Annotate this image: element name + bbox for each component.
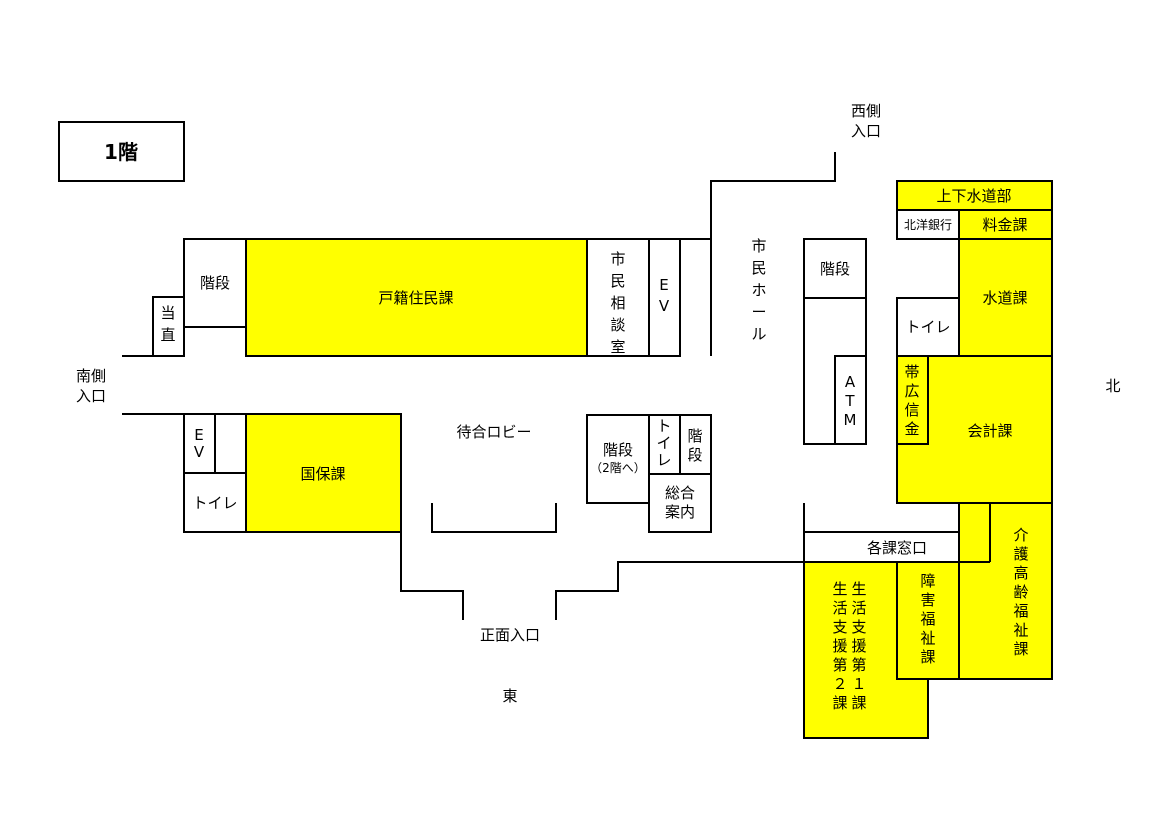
label-toilet-east: トイレ — [905, 318, 950, 336]
room-duty — [152, 296, 185, 357]
room-waterworks — [958, 238, 1053, 357]
room-obihiro-shinkin — [896, 355, 929, 445]
room-info-desk — [648, 473, 712, 533]
floor-title: 1階 — [104, 140, 138, 164]
label-counters: 各課窓口 — [867, 539, 927, 557]
label-family-registry: 戸籍住民課 — [378, 289, 453, 307]
label-obihiro-shinkin: 帯広信金 — [904, 363, 919, 438]
label-livelihood-2: 生活支援第２課 — [832, 580, 847, 712]
label-livelihood-1: 生活支援第１課 — [851, 580, 866, 712]
room-ev-north — [648, 238, 681, 357]
label-welfare-elderly: 介護高齢福祉課 — [1013, 526, 1028, 658]
compass-east: 東 — [502, 687, 517, 705]
room-atm — [834, 355, 867, 445]
label-front-entrance: 正面入口 — [480, 626, 540, 644]
label-fee-section: 料金課 — [982, 216, 1027, 234]
floor-label: 1階 — [58, 121, 185, 182]
label-south-entrance: 南側入口 — [76, 367, 106, 405]
room-livelihood — [803, 561, 929, 739]
label-stairs-center: 階段 — [820, 260, 850, 278]
room-stairs-small — [679, 414, 712, 475]
label-duty: 当直 — [160, 304, 175, 344]
room-family-registry — [245, 238, 588, 357]
label-disability-welfare: 障害福祉課 — [920, 572, 935, 666]
label-toilet-center: トイレ — [656, 417, 671, 469]
label-toilet-south: トイレ — [192, 494, 237, 512]
room-stairs-nw — [183, 238, 247, 328]
label-waterworks: 水道課 — [982, 289, 1027, 307]
room-stairs-to-2f — [586, 414, 650, 504]
label-west-entrance: 西側入口 — [851, 102, 881, 140]
label-stairs-to-2f: 階段 — [603, 441, 633, 459]
label-waiting-lobby: 待合ロビー — [456, 423, 531, 441]
room-consultation — [586, 238, 650, 357]
label-info-desk: 総合案内 — [665, 484, 695, 521]
label-stairs-nw: 階段 — [200, 274, 230, 292]
label-stairs-small: 階段 — [687, 427, 702, 464]
label-consultation: 市民相談室 — [610, 250, 625, 356]
label-stairs-to-2f-note: （2階へ） — [590, 460, 646, 475]
room-kokuho — [245, 413, 402, 533]
compass-north: 北 — [1105, 377, 1120, 395]
label-hokuyo-bank: 北洋銀行 — [904, 217, 952, 232]
label-citizen-hall: 市民ホール — [751, 237, 766, 343]
label-water-dept: 上下水道部 — [936, 187, 1011, 205]
room-stairs-center — [803, 238, 867, 299]
label-kokuho: 国保課 — [300, 465, 345, 483]
label-accounting: 会計課 — [967, 422, 1012, 440]
room-toilet-south — [183, 472, 247, 533]
